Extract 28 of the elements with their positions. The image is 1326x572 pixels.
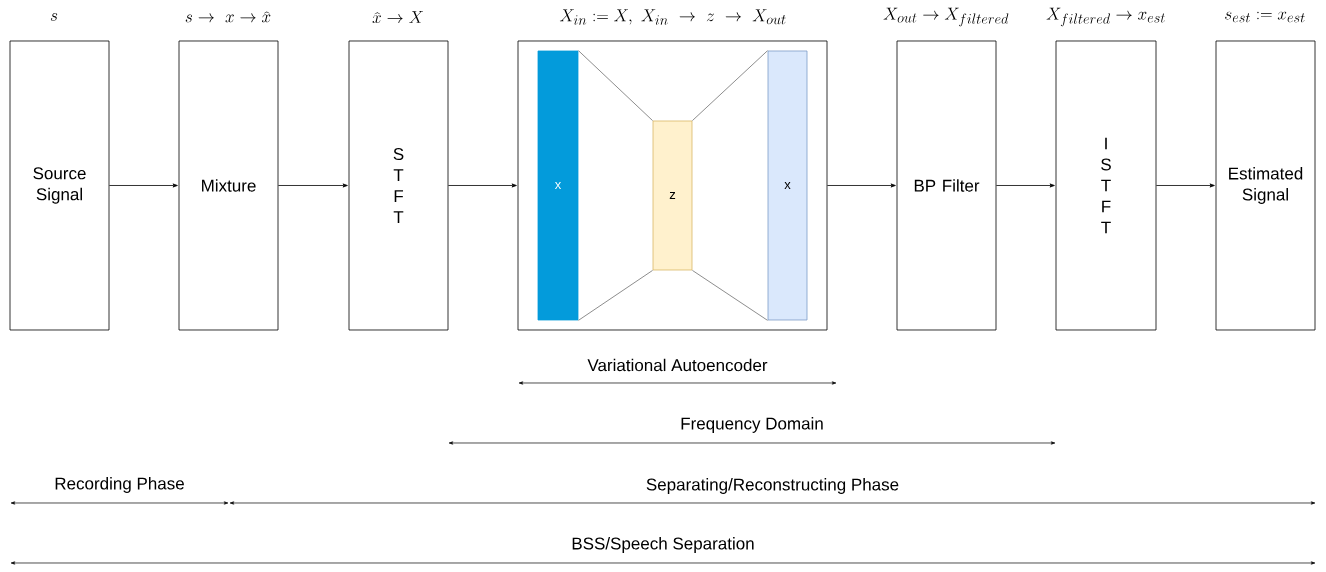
layer-bar: x	[537, 50, 579, 321]
span-label: BSS/Speech Separation	[572, 537, 754, 553]
process-box: Source Signal	[9, 40, 110, 331]
arrow	[996, 183, 1055, 188]
arrow	[1156, 183, 1215, 188]
formula: $s \rightarrow~ x \rightarrow \widehat{x}$	[185, 11, 271, 23]
connector-line	[691, 50, 769, 122]
span-label: Frequency Domain	[681, 417, 823, 433]
arrow	[827, 183, 896, 188]
arrow	[448, 183, 517, 188]
formula: $X_{in} := X,~ X_{in} ~\rightarrow~ z ~\rightarrow~ X_{out}$	[559, 9, 786, 25]
process-box: Estimated Signal	[1215, 40, 1316, 331]
formula: $\widehat{x} \rightarrow X$	[372, 11, 424, 24]
formula: $X_{out} \rightarrow X_{filtered}$	[883, 7, 1009, 27]
process-box: S T F T	[348, 40, 449, 331]
formula: $s$	[50, 13, 58, 21]
formula: $s_{est} := x_{est}$	[1225, 11, 1305, 23]
arrow	[109, 183, 178, 188]
process-box: Mixture	[178, 40, 279, 331]
span-label: Variational Autoencoder	[587, 358, 768, 372]
process-box: I S T F T	[1055, 40, 1157, 331]
layer-bar: x	[767, 50, 808, 321]
span-label: Recording Phase	[55, 477, 184, 493]
arrow	[278, 183, 348, 188]
process-box: BP Filter	[896, 40, 997, 331]
span-label: Separating/Reconstructing Phase	[646, 478, 899, 494]
formula: $X_{filtered} \rightarrow x_{est}$	[1046, 7, 1165, 27]
layer-bar: z	[652, 120, 693, 271]
